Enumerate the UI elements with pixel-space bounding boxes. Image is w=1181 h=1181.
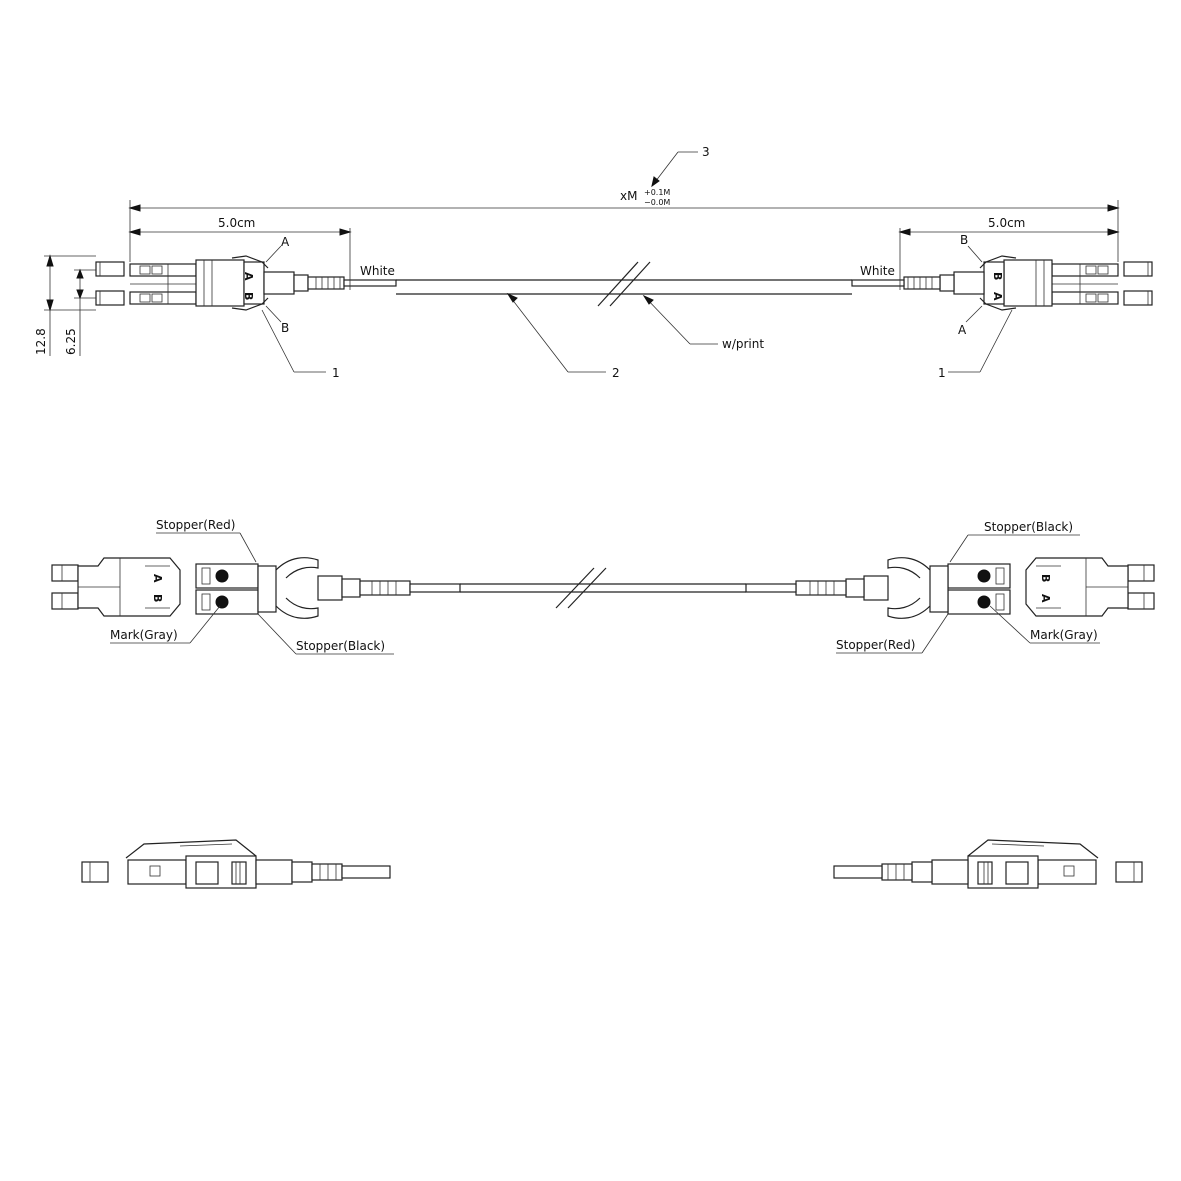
housing-mark-b-right: B <box>1039 574 1052 582</box>
housing-mark-a-left: A <box>151 574 164 583</box>
housing-mark-a-right: A <box>1039 594 1052 603</box>
stopper-black-right: Stopper(Black) <box>984 520 1073 534</box>
left-connector-top <box>95 255 397 311</box>
callout-2: 2 <box>612 366 620 380</box>
tolerance-plus: +0.1M <box>644 188 670 197</box>
break-mark-2 <box>555 567 595 609</box>
right-connector-side <box>833 839 1143 889</box>
callout-1-right: 1 <box>938 366 946 380</box>
stopper-view: Stopper(Red) Mark(Gray) Stopper(Black) S… <box>51 518 1155 655</box>
label-b-left: B <box>281 321 289 335</box>
stopper-red-right: Stopper(Red) <box>836 638 915 652</box>
left-boot-length: 5.0cm <box>218 216 255 230</box>
boot-color-left: White <box>360 264 395 278</box>
break-mark <box>597 261 639 307</box>
side-view <box>81 839 1143 889</box>
left-connector-side <box>81 839 391 889</box>
pitch-outer-value: 12.8 <box>34 328 48 355</box>
stopper-black-left: Stopper(Black) <box>296 639 385 653</box>
top-view: xM +0.1M −0.0M 3 5.0cm 5.0cm White White… <box>34 145 1153 380</box>
connector-mark-a-left: A <box>242 272 255 281</box>
pitch-inner-value: 6.25 <box>64 328 78 355</box>
mark-gray-right: Mark(Gray) <box>1030 628 1098 642</box>
right-connector-stopper <box>745 557 1155 619</box>
left-connector-stopper <box>51 557 461 619</box>
stopper-red-left: Stopper(Red) <box>156 518 235 532</box>
right-boot-length: 5.0cm <box>988 216 1025 230</box>
total-length-value: xM <box>620 189 637 203</box>
mark-gray-left: Mark(Gray) <box>110 628 178 642</box>
cable-print-note: w/print <box>722 337 764 351</box>
label-a-left: A <box>281 235 290 249</box>
housing-mark-b-left: B <box>151 594 164 602</box>
connector-mark-b-left: B <box>242 292 255 300</box>
label-b-right: B <box>960 233 968 247</box>
label-a-right: A <box>958 323 967 337</box>
callout-3: 3 <box>702 145 710 159</box>
connector-mark-a-right: A <box>991 292 1004 301</box>
right-connector-top <box>851 255 1153 311</box>
callout-1-left: 1 <box>332 366 340 380</box>
boot-color-right: White <box>860 264 895 278</box>
tolerance-minus: −0.0M <box>644 198 670 207</box>
connector-mark-b-right: B <box>991 272 1004 280</box>
